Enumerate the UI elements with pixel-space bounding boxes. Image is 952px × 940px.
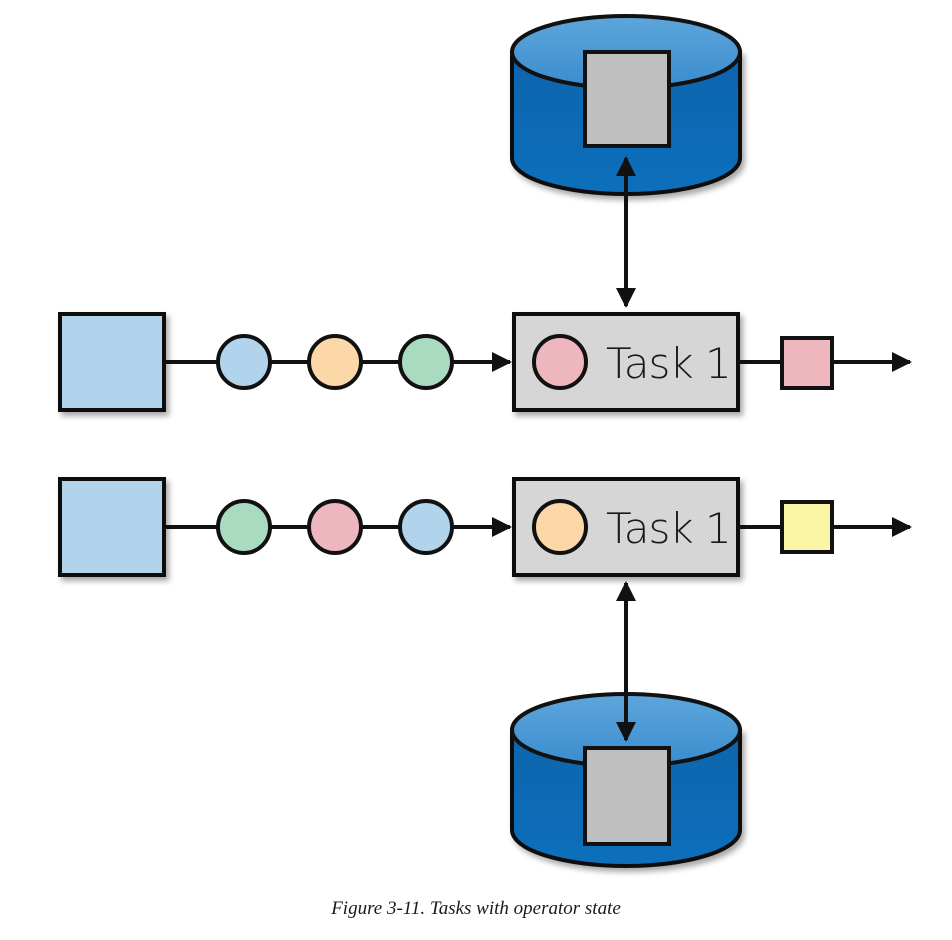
figure-caption: Figure 3-11. Tasks with operator state	[331, 898, 621, 919]
row-2-event-1	[216, 499, 272, 555]
state-store-top	[510, 14, 742, 196]
row-2-output	[780, 500, 834, 554]
row-1-task-event	[532, 334, 588, 390]
state-block-bottom	[583, 746, 671, 846]
row-2-task-label: Task 1	[606, 504, 731, 553]
row-1-task-label: Task 1	[606, 339, 731, 388]
state-block-top	[583, 50, 671, 148]
row-1-event-1	[216, 334, 272, 390]
row-2: Task 1	[58, 477, 912, 742]
row-2-source	[58, 477, 166, 577]
row-1-output	[780, 336, 834, 390]
row-2-event-2	[307, 499, 363, 555]
row-1-source	[58, 312, 166, 412]
row-2-event-3	[398, 499, 454, 555]
row-1-event-3	[398, 334, 454, 390]
row-2-task-event	[532, 499, 588, 555]
row-1: Task 1	[58, 156, 912, 412]
row-1-event-2	[307, 334, 363, 390]
operator-state-diagram: Task 1 Task 1	[58, 14, 912, 868]
